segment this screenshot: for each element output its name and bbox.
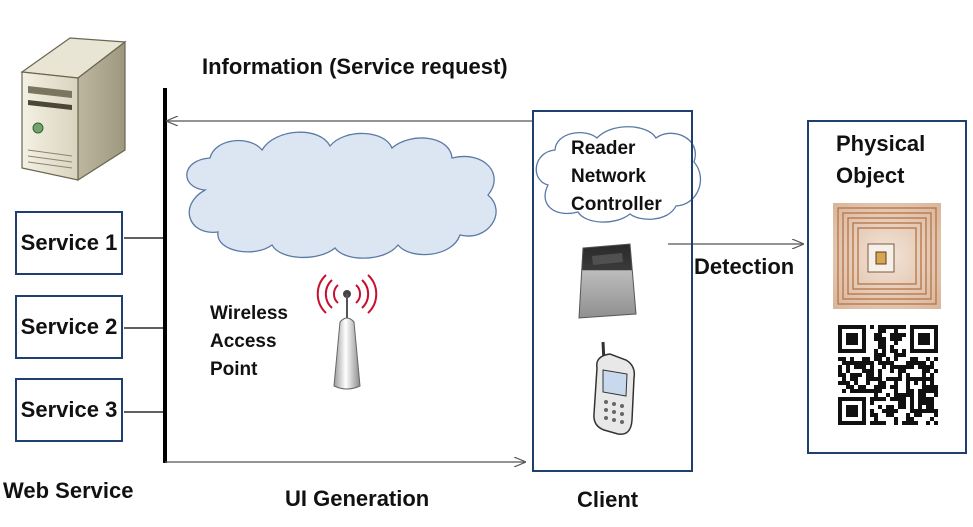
mobile-phone-icon [593,341,636,435]
physical-object-box [807,120,967,454]
physical-object-line1: Physical [836,131,926,156]
qr-code-icon [838,325,938,425]
reader-line1: Reader [571,138,636,159]
wap-line1: Wireless [210,303,288,324]
reader-network-controller-label: Reader Network Controller [571,135,662,219]
physical-object-line2: Object [836,163,905,188]
wap-line2: Access [210,331,277,352]
web-service-label: Web Service [3,478,134,503]
reader-line2: Network [571,166,646,187]
server-icon [20,37,127,182]
ui-generation-label: UI Generation [285,486,430,511]
reader-cloud-icon [535,126,702,223]
client-box [532,110,693,472]
service-2-label: Service 2 [20,314,118,339]
service-1-label: Service 1 [20,230,118,255]
detection-label: Detection [694,254,795,279]
information-label: Information (Service request) [202,54,508,79]
client-label: Client [577,487,639,512]
physical-object-label: Physical Object [836,128,925,192]
reader-line3: Controller [571,194,662,215]
service-2-box: Service 2 [15,295,123,359]
wireless-antenna-icon [316,274,378,390]
wireless-access-point-label: Wireless Access Point [210,300,288,384]
service-3-box: Service 3 [15,378,123,442]
rfid-tag-icon [833,203,941,309]
service-1-box: Service 1 [15,211,123,275]
rfid-reader-icon [578,243,637,319]
cloud-icon [186,131,497,259]
service-3-label: Service 3 [20,397,118,422]
wap-line3: Point [210,359,258,380]
